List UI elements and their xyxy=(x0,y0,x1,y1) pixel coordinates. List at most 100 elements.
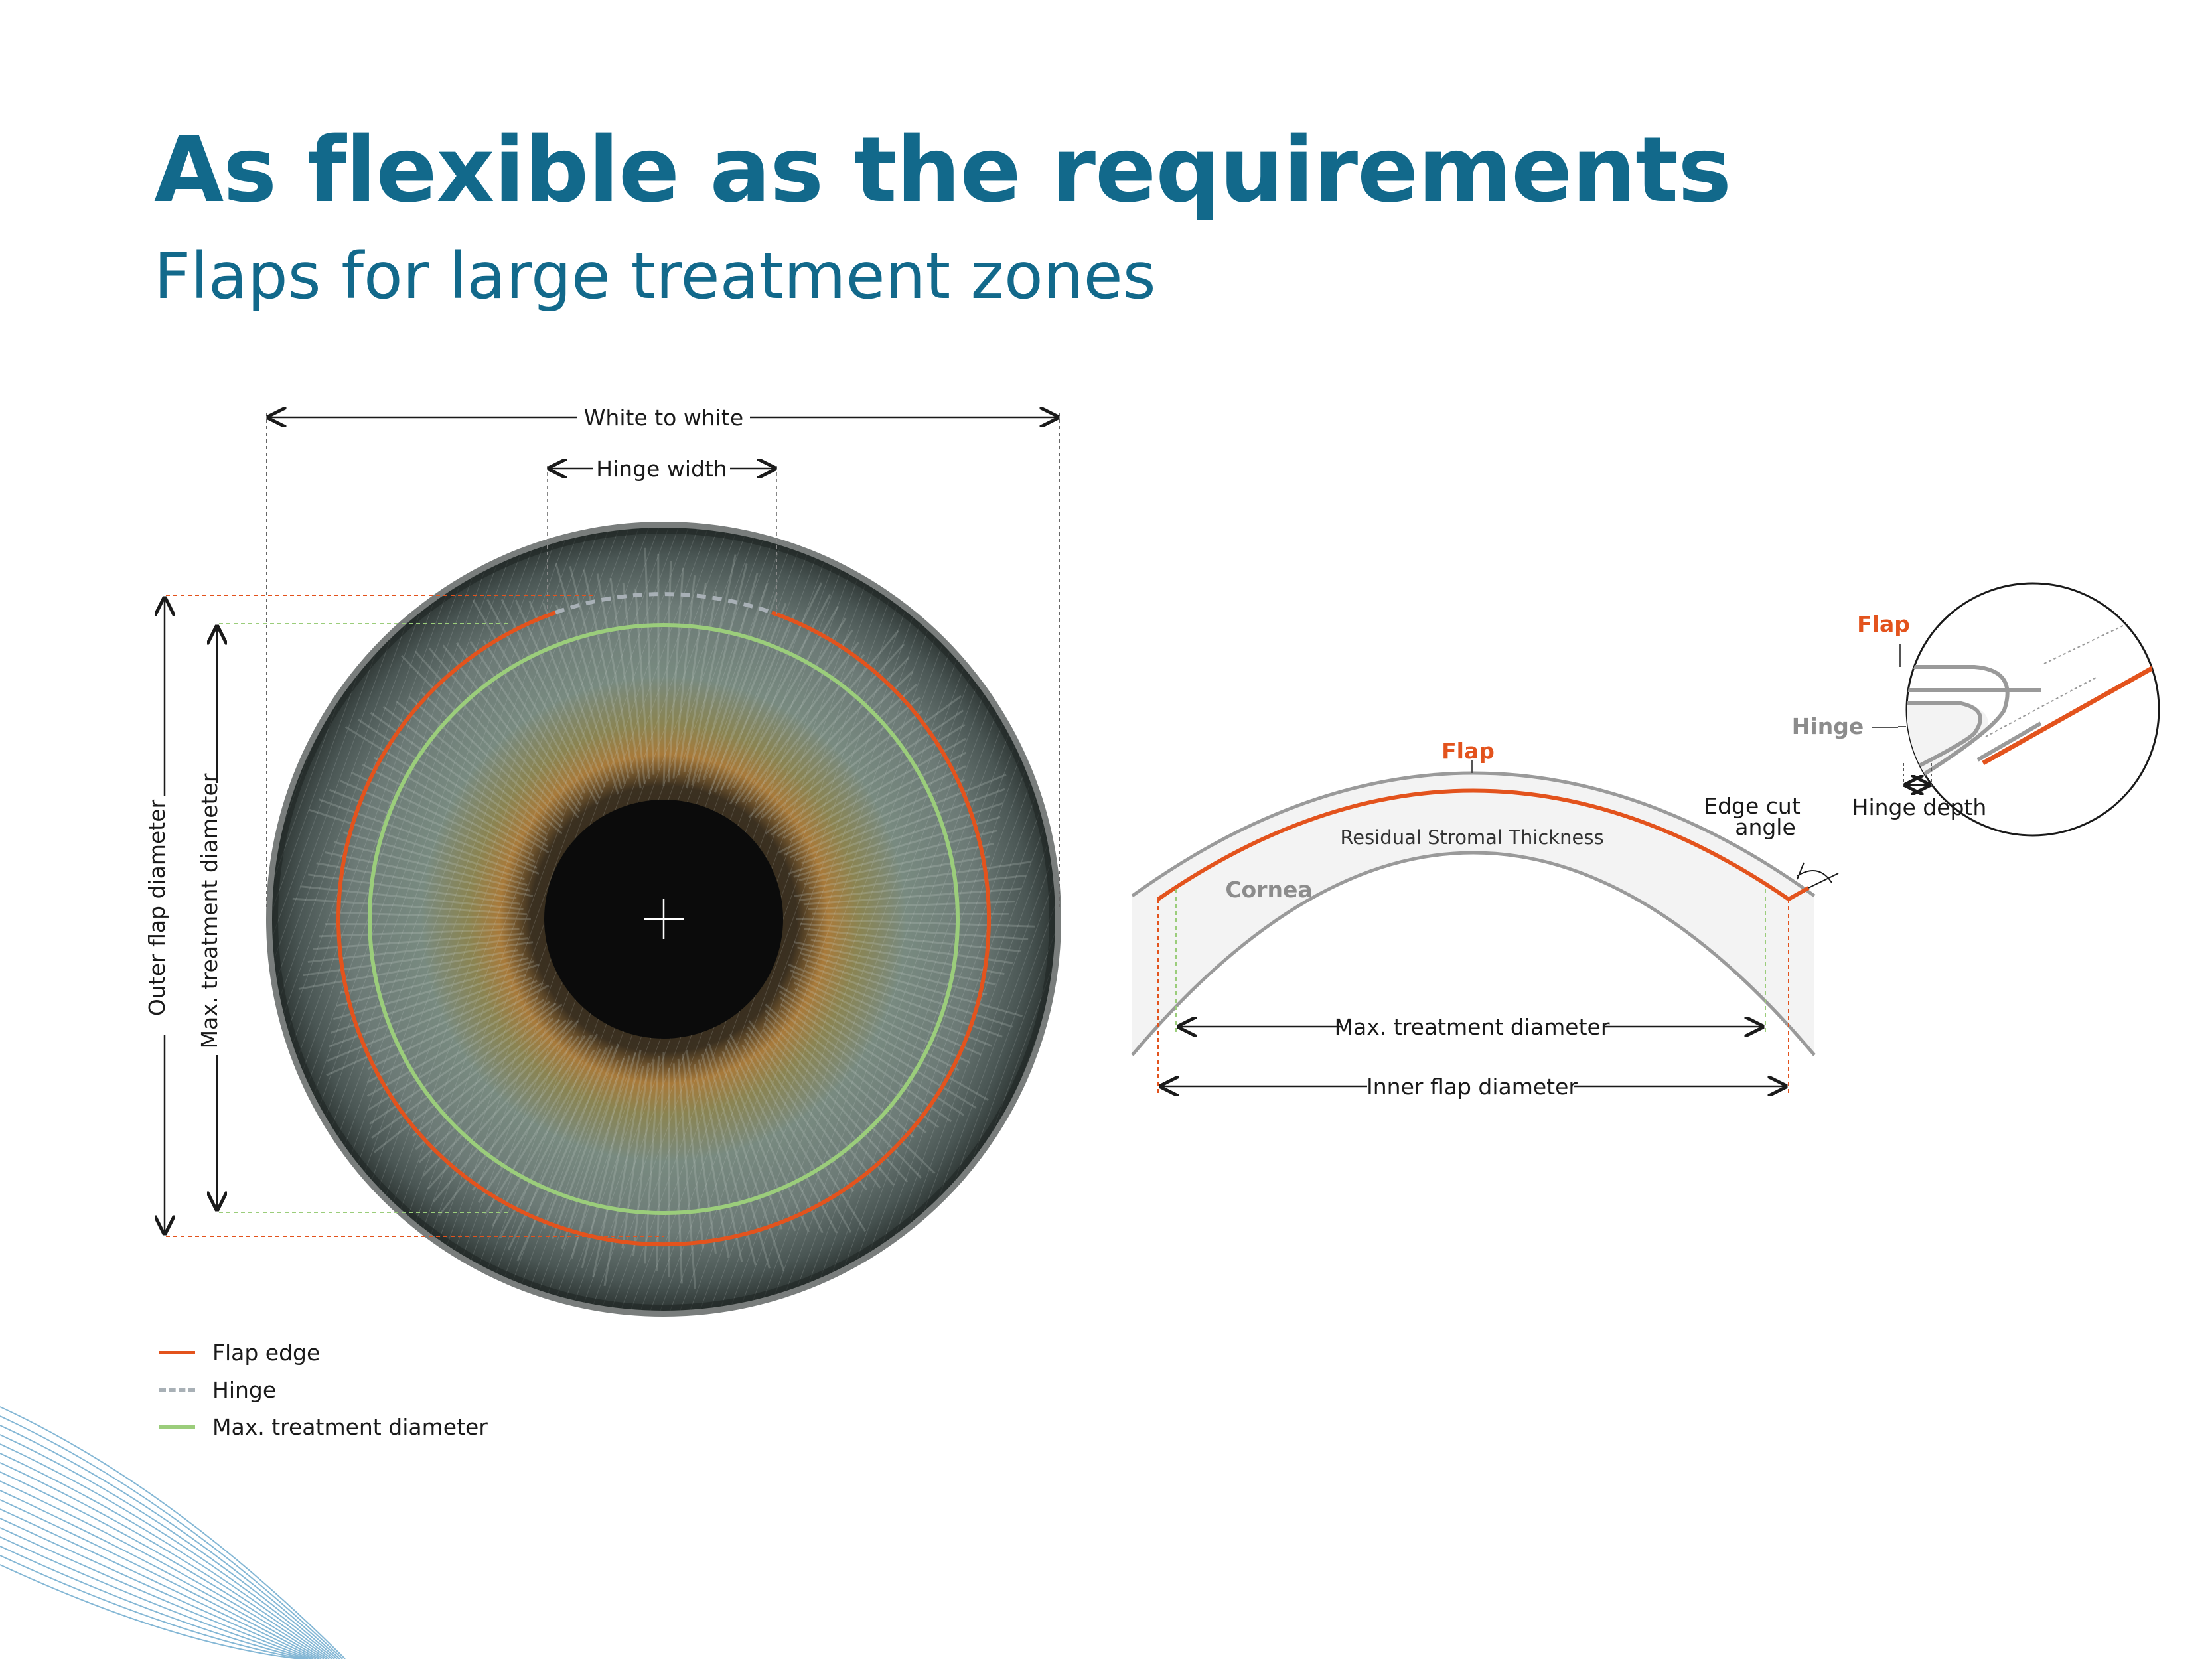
iris-fiber xyxy=(800,952,1023,1017)
iris-fiber xyxy=(332,911,532,920)
iris-fiber xyxy=(507,1047,608,1250)
detail-flap-label: Flap xyxy=(1857,611,1910,637)
iris-fiber xyxy=(418,1019,567,1163)
iris-fiber xyxy=(313,932,524,950)
decorative-line xyxy=(0,1555,303,1659)
decorative-line xyxy=(0,1508,317,1659)
iris-fiber xyxy=(632,1059,655,1257)
iris-fiber xyxy=(802,958,1013,1028)
iris-fiber xyxy=(719,582,823,791)
iris-fiber xyxy=(765,710,923,835)
iris-fiber xyxy=(491,1050,595,1227)
iris-fiber xyxy=(421,691,563,829)
legend-swatch-flap-edge xyxy=(159,1350,195,1354)
cross-section-flap-label: Flap xyxy=(1441,738,1495,764)
iris-fiber xyxy=(432,1035,573,1203)
iris-fiber xyxy=(571,1055,631,1260)
cornea-cross-section xyxy=(1131,760,1839,1095)
iris-fiber xyxy=(792,975,971,1064)
iris-fiber xyxy=(794,941,996,986)
legend: Flap edge Hinge Max. treatment diameter xyxy=(159,1334,488,1445)
iris-fiber xyxy=(724,1045,810,1233)
iris-fiber xyxy=(754,656,910,818)
iris-fiber xyxy=(810,938,1005,975)
iris-fiber xyxy=(694,1064,730,1258)
iris-fiber xyxy=(340,780,538,869)
iris-fiber xyxy=(298,949,519,990)
decorative-line xyxy=(0,1536,309,1659)
legend-swatch-max-treatment xyxy=(159,1425,195,1429)
iris-fiber xyxy=(747,1026,868,1190)
iris-fiber xyxy=(373,1003,563,1153)
iris-fiber xyxy=(336,956,529,1007)
hinge-arc xyxy=(555,592,773,614)
iris-fiber xyxy=(754,630,899,803)
legend-label: Hinge xyxy=(212,1376,277,1403)
iris-fiber xyxy=(683,591,717,772)
decorative-line xyxy=(0,1453,332,1659)
outer-flap-diameter-dimension: Outer flap diameter xyxy=(144,595,664,1237)
iris-fiber xyxy=(326,979,538,1076)
iris-fiber xyxy=(350,771,536,863)
iris-fiber xyxy=(727,1039,824,1234)
max-treatment-circle xyxy=(368,623,960,1215)
iris-fiber xyxy=(701,1054,757,1266)
decorative-line xyxy=(0,1443,335,1659)
iris-fiber xyxy=(778,751,967,854)
iris-fiber xyxy=(793,981,960,1072)
iris-fiber xyxy=(778,990,964,1116)
iris-fiber xyxy=(771,695,962,836)
iris-fiber xyxy=(735,629,853,804)
iris-fiber xyxy=(761,670,914,819)
iris-fiber xyxy=(762,1029,895,1186)
iris-fiber xyxy=(344,726,550,854)
detail-hinge-label: Hinge xyxy=(1792,713,1864,739)
iris-fiber xyxy=(367,982,544,1070)
iris-fiber xyxy=(555,563,623,790)
iris-fiber xyxy=(369,1001,551,1125)
iris-fiber xyxy=(667,567,684,783)
legend-swatch-hinge xyxy=(159,1388,195,1392)
eye-max-treatment-label: Max. treatment diameter xyxy=(196,773,222,1048)
iris-fiber xyxy=(603,1066,644,1287)
iris-fiber xyxy=(779,997,952,1123)
eye-photo xyxy=(266,522,1061,1317)
cross-section-max-treatment-dimension: Max. treatment diameter xyxy=(1179,1014,1763,1040)
iris-fiber xyxy=(729,617,847,805)
iris-fiber xyxy=(334,841,530,892)
iris-fiber xyxy=(400,654,563,822)
decorative-line xyxy=(0,1425,340,1659)
decorative-line xyxy=(0,1499,319,1659)
residual-stromal-thickness-label: Residual Stromal Thickness xyxy=(1340,826,1603,849)
hinge-width-dimension: Hinge width xyxy=(547,456,777,614)
inner-flap-diameter-dimension: Inner flap diameter xyxy=(1161,1074,1786,1100)
iris-fiber xyxy=(794,861,1031,897)
iris-fiber xyxy=(713,613,795,793)
iris-fiber xyxy=(329,788,540,875)
iris-fiber xyxy=(340,953,524,994)
iris-fiber xyxy=(373,757,533,851)
iris-fiber xyxy=(765,1003,915,1139)
iris-fiber xyxy=(342,831,528,887)
eye-max-treatment-dimension: Max. treatment diameter xyxy=(196,623,511,1213)
iris-fiber xyxy=(718,1056,783,1230)
iris-fiber xyxy=(796,918,1035,928)
legend-item-flap-edge: Flap edge xyxy=(159,1334,488,1371)
iris-fiber xyxy=(748,1020,881,1189)
iris-fiber xyxy=(609,577,642,789)
hinge-width-label: Hinge width xyxy=(596,456,727,482)
iris-fiber xyxy=(469,640,582,806)
hinge-detail-magnifier xyxy=(1872,582,2160,837)
iris-fiber xyxy=(514,599,603,794)
iris-fiber xyxy=(366,984,550,1084)
iris-fiber xyxy=(784,765,966,856)
iris-fiber xyxy=(804,843,994,885)
hinge-depth-label: Hinge depth xyxy=(1852,794,1987,820)
legend-label: Max. treatment diameter xyxy=(212,1413,488,1440)
iris-fiber xyxy=(307,873,520,905)
iris-fiber xyxy=(307,937,529,963)
legend-item-hinge: Hinge xyxy=(159,1371,488,1408)
iris-fiber xyxy=(308,808,525,881)
iris-fiber xyxy=(370,711,548,841)
